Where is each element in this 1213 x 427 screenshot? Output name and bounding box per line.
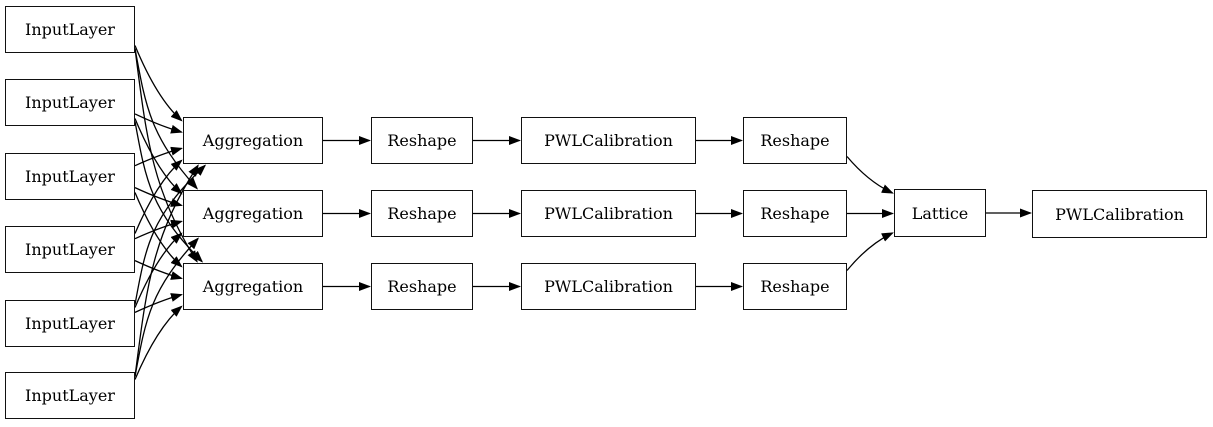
node-label-reshapeA2: Reshape — [387, 204, 457, 223]
node-label-reshapeB2: Reshape — [760, 204, 830, 223]
edge-input3-to-agg3 — [134, 192, 183, 268]
edge-input3-to-agg2 — [134, 187, 183, 207]
node-reshapeB1: Reshape — [743, 117, 847, 164]
node-pwlout: PWLCalibration — [1032, 190, 1207, 238]
edge-input6-to-agg2 — [134, 237, 200, 377]
edge-input5-to-agg3 — [134, 293, 183, 313]
edge-input5-to-agg1 — [134, 164, 207, 305]
node-label-agg2: Aggregation — [202, 204, 304, 223]
node-reshapeA2: Reshape — [371, 190, 473, 237]
node-reshapeA3: Reshape — [371, 263, 473, 310]
node-label-input1: InputLayer — [25, 20, 115, 39]
node-label-pwl2: PWLCalibration — [544, 204, 673, 223]
node-label-agg3: Aggregation — [202, 277, 304, 296]
edge-input6-to-agg1 — [134, 164, 199, 377]
node-label-input2: InputLayer — [25, 93, 115, 112]
node-input1: InputLayer — [5, 6, 135, 53]
node-label-agg1: Aggregation — [202, 131, 304, 150]
node-label-input6: InputLayer — [25, 386, 115, 405]
node-agg1: Aggregation — [183, 117, 323, 164]
edge-reshapeB1-to-lattice — [846, 156, 894, 194]
node-reshapeA1: Reshape — [371, 117, 473, 164]
node-pwl1: PWLCalibration — [521, 117, 696, 164]
node-label-reshapeA3: Reshape — [387, 277, 457, 296]
node-label-input4: InputLayer — [25, 240, 115, 259]
edge-input4-to-agg2 — [134, 219, 183, 240]
node-input6: InputLayer — [5, 372, 135, 419]
node-lattice: Lattice — [894, 189, 986, 237]
node-reshapeB2: Reshape — [743, 190, 847, 237]
node-label-reshapeB3: Reshape — [760, 277, 830, 296]
edge-input5-to-agg2 — [134, 232, 183, 308]
edge-input2-to-agg1 — [134, 113, 183, 134]
node-label-input3: InputLayer — [25, 167, 115, 186]
node-input4: InputLayer — [5, 226, 135, 273]
node-input5: InputLayer — [5, 300, 135, 347]
node-input2: InputLayer — [5, 79, 135, 126]
node-label-reshapeA1: Reshape — [387, 131, 457, 150]
node-label-reshapeB1: Reshape — [760, 131, 830, 150]
edge-input6-to-agg3 — [134, 305, 183, 380]
node-agg3: Aggregation — [183, 263, 323, 310]
edge-reshapeB3-to-lattice — [846, 232, 894, 271]
edge-input4-to-agg1 — [134, 159, 183, 234]
node-pwl3: PWLCalibration — [521, 263, 696, 310]
node-agg2: Aggregation — [183, 190, 323, 237]
node-input3: InputLayer — [5, 153, 135, 200]
node-label-lattice: Lattice — [911, 203, 969, 223]
node-label-input5: InputLayer — [25, 314, 115, 333]
edge-input3-to-agg1 — [134, 146, 183, 167]
node-label-pwl1: PWLCalibration — [544, 131, 673, 150]
edge-input1-to-agg1 — [134, 45, 183, 122]
node-pwl2: PWLCalibration — [521, 190, 696, 237]
edge-input2-to-agg2 — [134, 118, 183, 195]
node-reshapeB3: Reshape — [743, 263, 847, 310]
node-label-pwlout: PWLCalibration — [1055, 204, 1184, 224]
node-label-pwl3: PWLCalibration — [544, 277, 673, 296]
edge-input4-to-agg3 — [134, 260, 183, 280]
